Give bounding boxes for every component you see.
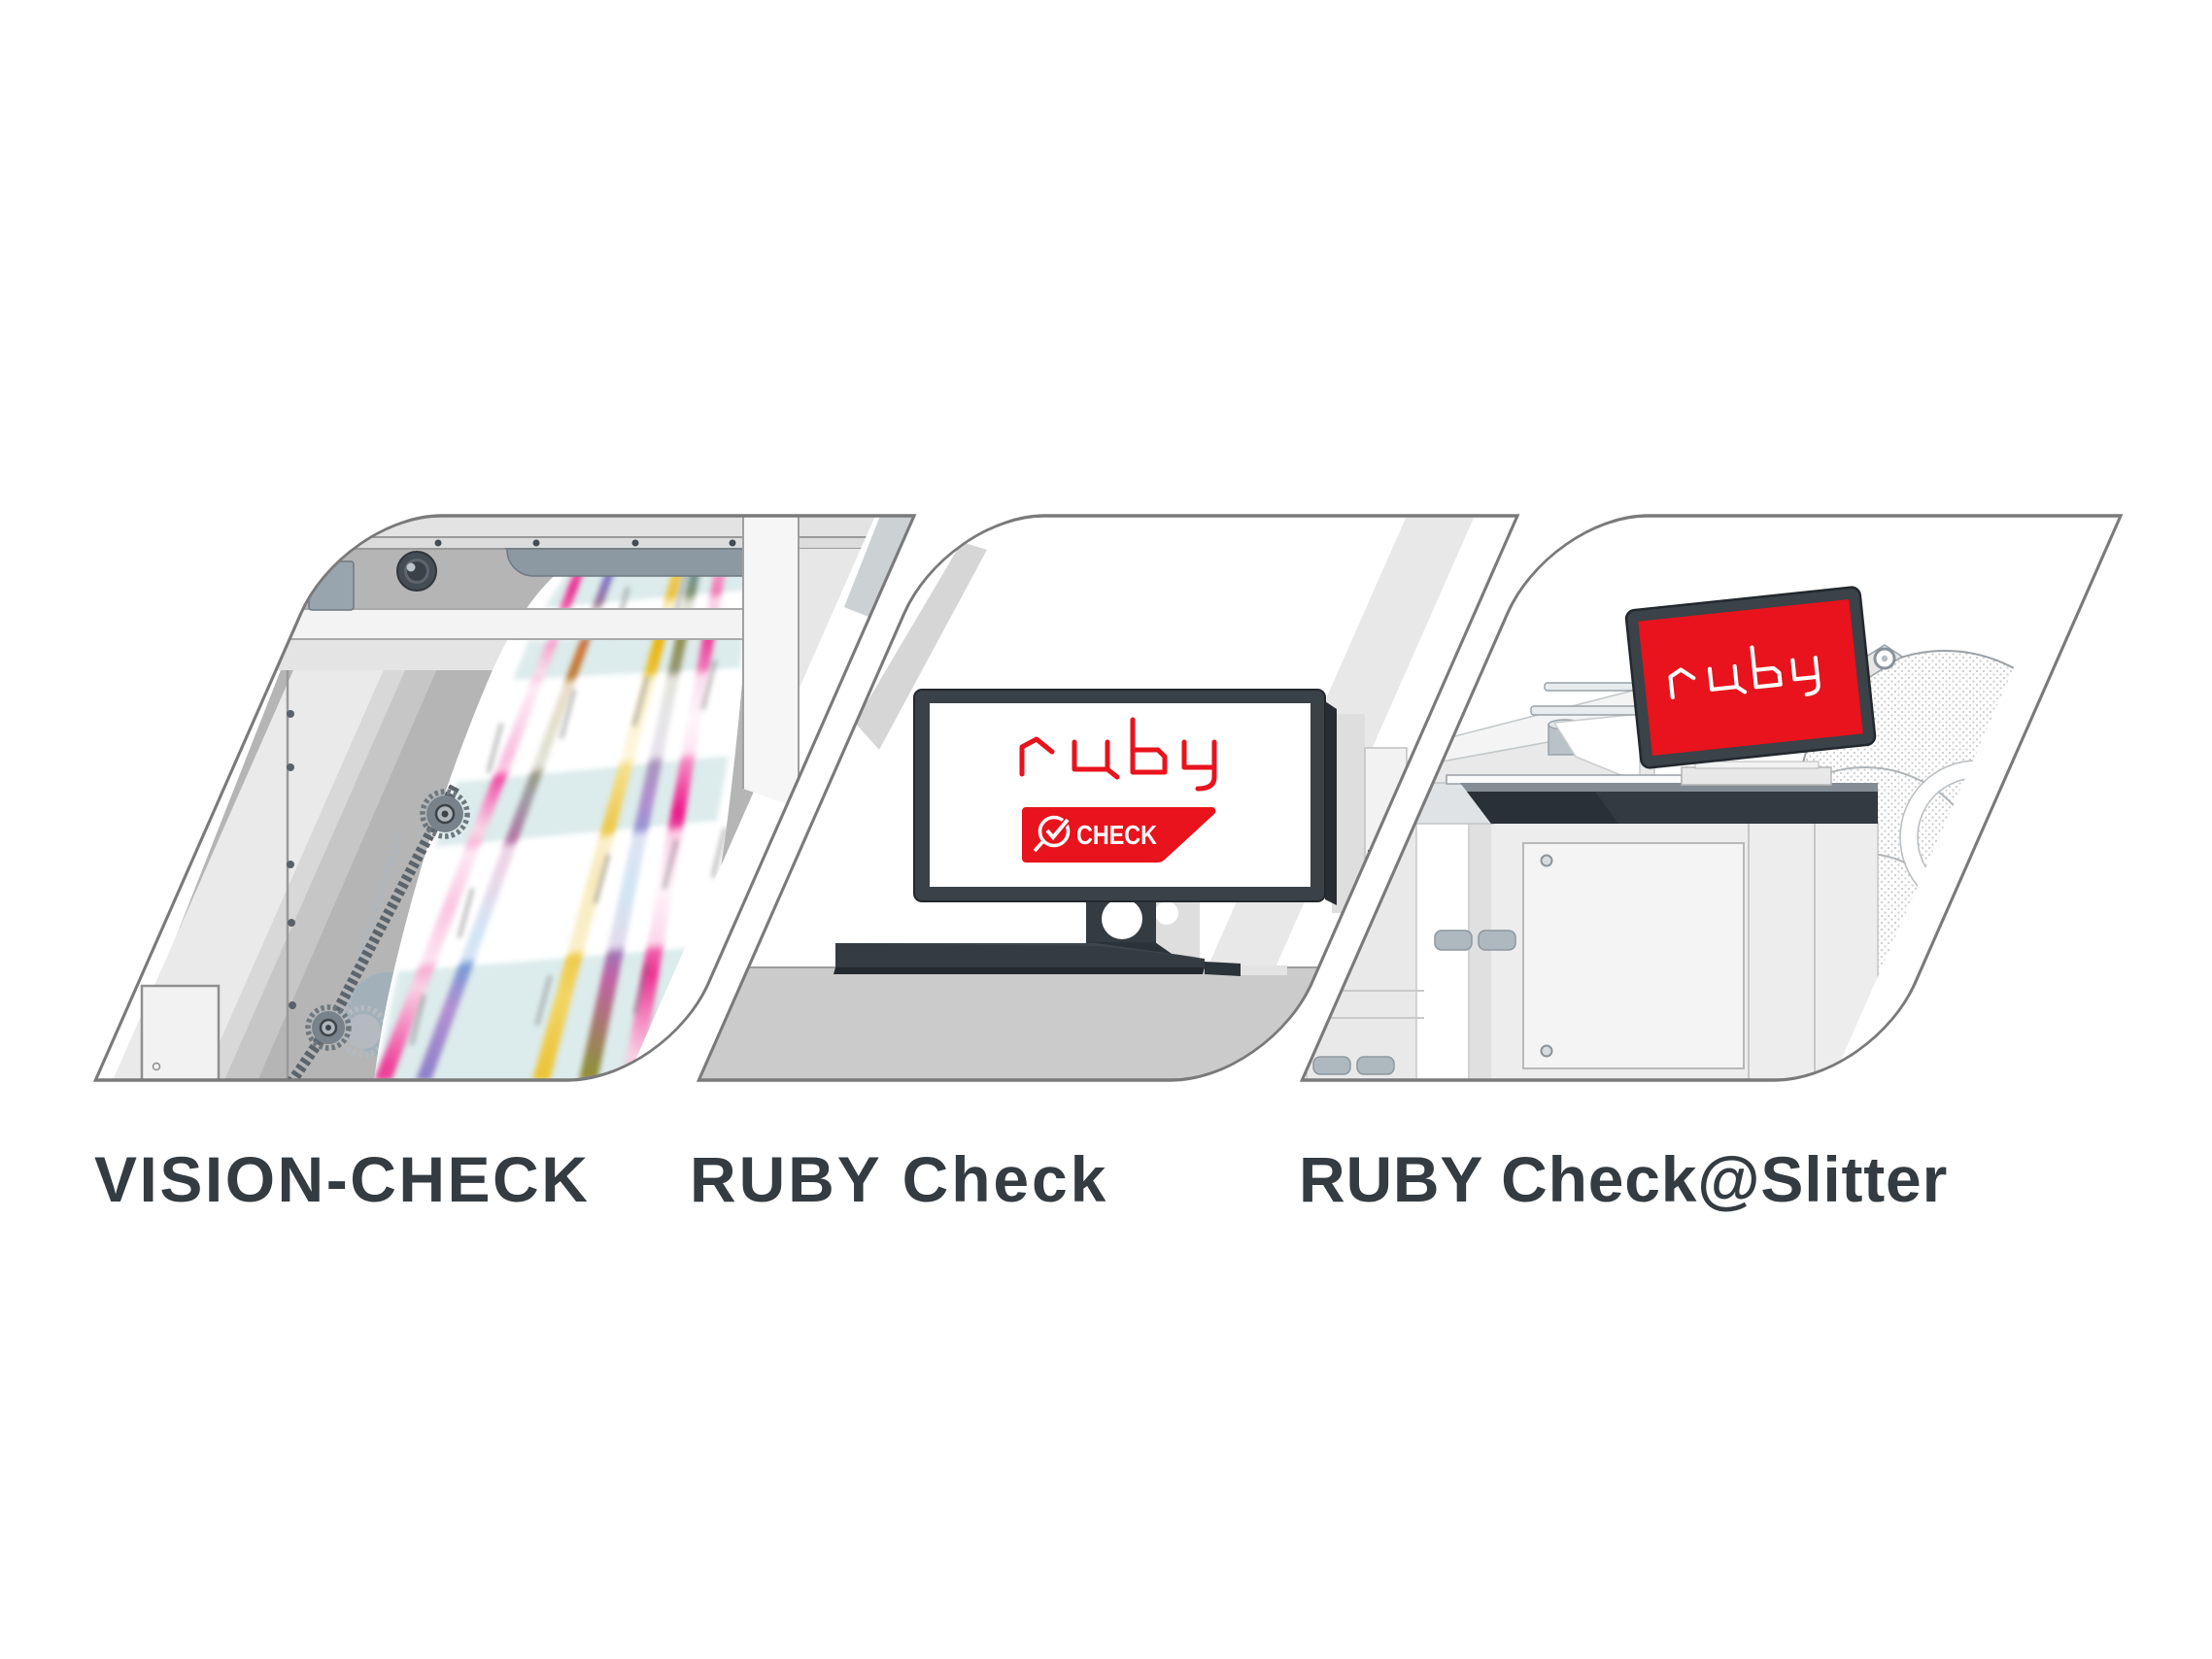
svg-text:VISION-CHECK: VISION-CHECK: [94, 1143, 590, 1215]
svg-text:RUBY Check@Slitter: RUBY Check@Slitter: [1299, 1143, 1948, 1215]
svg-text:CHECK: CHECK: [1076, 820, 1157, 850]
svg-text:RUBY Check: RUBY Check: [690, 1143, 1108, 1215]
